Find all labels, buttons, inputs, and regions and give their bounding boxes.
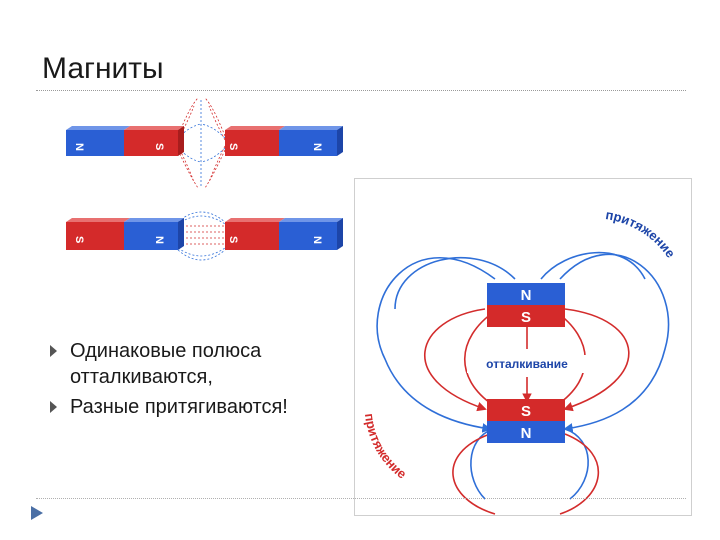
bullet-item: Разные притягиваются! (50, 394, 330, 420)
magnet-bottom-right: S N (225, 218, 343, 250)
diagram-magnet-top: N S (487, 283, 565, 327)
field-lines-attract (177, 211, 226, 261)
bullet-list: Одинаковые полюса отталкиваются, Разные … (50, 338, 330, 424)
pole-label: N (521, 425, 532, 442)
triangle-bullet-icon (50, 401, 57, 413)
attraction-label-top-path: притяжение (604, 207, 678, 260)
footer-divider (36, 498, 686, 499)
bullet-item: Одинаковые полюса отталкиваются, (50, 338, 330, 390)
pole-label: N (153, 236, 165, 244)
magnets-attract-illustration: S N S N (66, 211, 343, 261)
title-divider (36, 90, 686, 91)
field-lines-blue (376, 251, 670, 500)
pole-label: N (311, 143, 323, 151)
triangle-bullet-icon (50, 345, 57, 357)
magnet-interaction-diagram: N S S N отталкивание притяжение притяжен… (354, 178, 692, 516)
bullet-text: Разные притягиваются! (70, 396, 288, 418)
magnet-top-right: S N (225, 126, 343, 156)
attraction-label-bottom-path: притяжение (362, 412, 409, 481)
pole-label: S (521, 403, 531, 420)
pole-label: S (521, 309, 531, 326)
pole-label: S (227, 143, 239, 150)
bullet-text: Одинаковые полюса отталкиваются, (70, 340, 262, 388)
magnets-repel-illustration: N S S N (66, 97, 343, 189)
magnet-bottom-left: S N (66, 218, 184, 250)
attraction-label-top: притяжение (604, 207, 678, 260)
pole-label: N (521, 287, 532, 304)
pole-label: S (73, 236, 85, 243)
field-lines-repel (177, 97, 226, 189)
pole-label: S (227, 236, 239, 243)
repulsion-label: отталкивание (486, 357, 568, 371)
pole-label: S (153, 143, 165, 150)
pole-label: N (73, 143, 85, 151)
next-slide-arrow-icon[interactable] (30, 505, 44, 521)
attraction-label-bottom: притяжение (362, 412, 409, 481)
pole-label: N (311, 236, 323, 244)
diagram-magnet-bottom: S N (487, 399, 565, 443)
diagram-canvas: N S S N отталкивание притяжение притяжен… (362, 207, 678, 515)
slide-title: Магниты (42, 52, 164, 85)
magnet-top-left: N S (66, 126, 184, 156)
